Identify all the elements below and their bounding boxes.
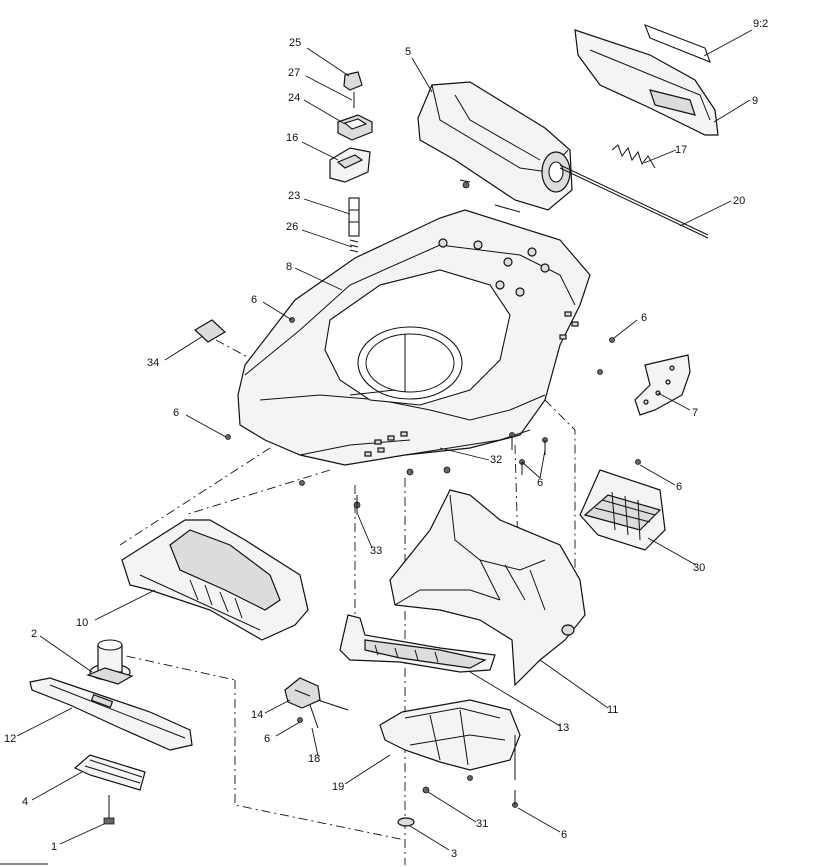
callout-3: 3 bbox=[451, 848, 457, 860]
callout-12: 12 bbox=[4, 733, 16, 745]
callout-24: 24 bbox=[288, 92, 300, 104]
callout-18: 18 bbox=[308, 753, 320, 765]
callout-4: 4 bbox=[22, 796, 28, 808]
callout-31: 31 bbox=[476, 818, 488, 830]
callout-32: 32 bbox=[490, 454, 502, 466]
callout-6c: 6 bbox=[641, 312, 647, 324]
callout-26: 26 bbox=[286, 221, 298, 233]
handle-bracket-part bbox=[417, 81, 573, 213]
mulch-lever-part bbox=[284, 677, 349, 729]
callout-9-2: 9:2 bbox=[753, 18, 768, 30]
callout-16: 16 bbox=[286, 132, 298, 144]
blade-adapter-part bbox=[86, 639, 134, 685]
callout-14: 14 bbox=[251, 709, 263, 721]
deflector-part bbox=[339, 614, 496, 673]
callout-labels: 25 27 24 16 23 26 8 6 34 6 5 9:2 9 17 20… bbox=[4, 18, 768, 860]
callout-23: 23 bbox=[288, 190, 300, 202]
callout-5: 5 bbox=[405, 46, 411, 58]
callout-9: 9 bbox=[752, 95, 758, 107]
blade-stiffener-part bbox=[73, 754, 146, 791]
callout-13: 13 bbox=[557, 722, 569, 734]
callout-6e: 6 bbox=[676, 481, 682, 493]
callout-1: 1 bbox=[51, 841, 57, 853]
callout-20: 20 bbox=[733, 195, 745, 207]
grass-chute-insert-part bbox=[579, 469, 666, 551]
front-baffle-part bbox=[121, 519, 309, 641]
support-frame-part bbox=[379, 699, 521, 780]
callout-6f: 6 bbox=[264, 733, 270, 745]
callout-6d: 6 bbox=[537, 477, 543, 489]
callout-6a: 6 bbox=[251, 294, 257, 306]
callout-34: 34 bbox=[147, 357, 159, 369]
mower-deck-part bbox=[237, 209, 591, 466]
callout-33: 33 bbox=[370, 545, 382, 557]
hardware-fasteners bbox=[103, 317, 641, 827]
callout-10: 10 bbox=[76, 617, 88, 629]
height-adjuster-parts bbox=[329, 71, 373, 253]
blade-part bbox=[29, 677, 193, 751]
callout-6b: 6 bbox=[173, 407, 179, 419]
callout-25: 25 bbox=[289, 37, 301, 49]
spring-and-rod-parts bbox=[559, 144, 709, 239]
rear-baffle-part bbox=[389, 489, 586, 687]
callout-7: 7 bbox=[692, 407, 698, 419]
callout-2: 2 bbox=[31, 628, 37, 640]
callout-6g: 6 bbox=[561, 829, 567, 841]
rear-flap-part bbox=[574, 24, 719, 136]
side-guard-part bbox=[634, 354, 691, 416]
callout-8: 8 bbox=[286, 261, 292, 273]
callout-27: 27 bbox=[288, 67, 300, 79]
callout-30: 30 bbox=[693, 562, 705, 574]
callout-11: 11 bbox=[607, 704, 618, 716]
callout-17: 17 bbox=[675, 144, 687, 156]
callout-leaders bbox=[16, 29, 753, 851]
callout-19: 19 bbox=[332, 781, 344, 793]
